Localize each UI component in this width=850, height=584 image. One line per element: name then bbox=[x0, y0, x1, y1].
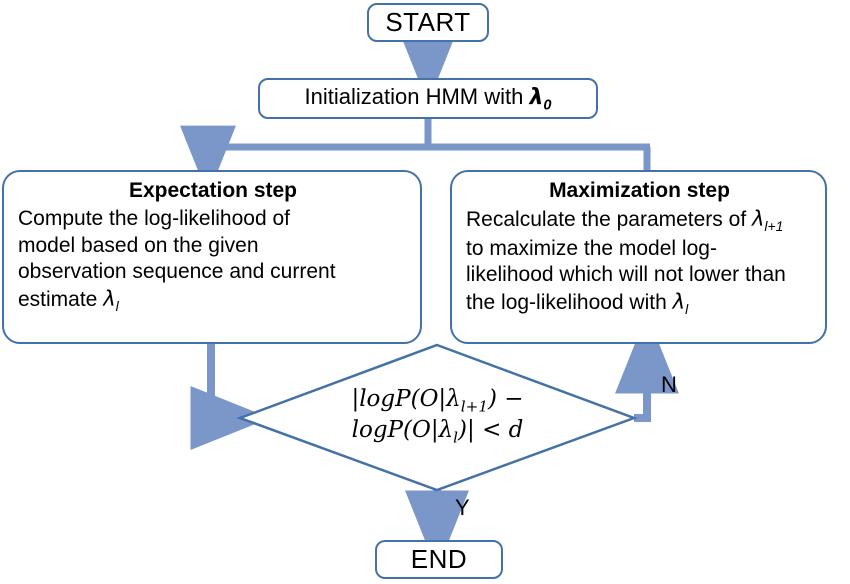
expectation-line-4-text: estimate bbox=[18, 287, 104, 311]
maximization-line-1: Recalculate the parameters of λl+1 bbox=[466, 206, 813, 236]
edge-label-no: N bbox=[661, 372, 677, 397]
node-initialization-label: Initialization HMM with λ0 bbox=[305, 84, 552, 113]
expectation-title: Expectation step bbox=[128, 179, 298, 202]
lambda-symbol: λ bbox=[529, 84, 544, 110]
decision-line-2: logP(O|λl)| < d bbox=[280, 416, 595, 447]
lambda-subscript: l bbox=[115, 297, 119, 314]
decision-line-1-head: |logP(O|λ bbox=[351, 386, 461, 412]
decision-line-2-head: logP(O|λ bbox=[351, 417, 454, 444]
edge-decision-no bbox=[615, 313, 679, 422]
node-initialization[interactable]: Initialization HMM with λ0 bbox=[258, 78, 598, 119]
node-start-label: START bbox=[385, 7, 471, 37]
decision-line-2-subscript: l bbox=[453, 428, 459, 447]
lambda-symbol: λ bbox=[672, 289, 686, 314]
expectation-line-2: model based on the given bbox=[18, 233, 259, 257]
node-maximization-step[interactable]: Maximization step Recalculate the parame… bbox=[450, 170, 827, 344]
maximization-line-1-text: Recalculate the parameters of bbox=[466, 208, 752, 232]
expectation-line-1: Compute the log-likelihood of bbox=[18, 207, 290, 231]
expectation-line-4: estimate λl bbox=[18, 286, 408, 316]
edge-expectation-to-decision bbox=[190, 344, 271, 450]
maximization-line-3: likelihood which will not lower than bbox=[466, 263, 786, 287]
lambda-subscript: l bbox=[685, 300, 689, 317]
node-end-label: END bbox=[410, 544, 468, 574]
maximization-body: Recalculate the parameters of λl+1 to ma… bbox=[466, 206, 813, 318]
decision-line-1-tail: ) − bbox=[487, 386, 524, 412]
lambda-subscript: 0 bbox=[543, 97, 552, 114]
node-end[interactable]: END bbox=[375, 540, 503, 579]
edge-label-yes: Y bbox=[455, 495, 470, 520]
edge-init-split bbox=[205, 119, 650, 151]
expectation-body: Compute the log-likelihood of model base… bbox=[18, 206, 408, 315]
decision-line-1-subscript: l+1 bbox=[460, 397, 488, 416]
decision-condition-text: |logP(O|λl+1) − logP(O|λl)| < d bbox=[280, 385, 595, 447]
maximization-line-4-text: the log-likelihood with bbox=[466, 290, 673, 314]
maximization-line-2: to maximize the model log- bbox=[466, 236, 717, 260]
maximization-title: Maximization step bbox=[549, 179, 730, 202]
lambda-symbol: λ bbox=[751, 207, 765, 232]
node-initialization-text: Initialization HMM with bbox=[304, 83, 530, 109]
lambda-subscript: l+1 bbox=[764, 218, 784, 235]
node-start[interactable]: START bbox=[367, 3, 489, 42]
decision-line-1: |logP(O|λl+1) − bbox=[280, 385, 595, 416]
expectation-line-3: observation sequence and current bbox=[18, 260, 336, 284]
node-expectation-step[interactable]: Expectation step Compute the log-likelih… bbox=[2, 170, 422, 344]
decision-line-2-tail: )| < d bbox=[458, 417, 524, 444]
lambda-symbol: λ bbox=[103, 286, 116, 311]
maximization-line-4: the log-likelihood with λl bbox=[466, 289, 813, 319]
